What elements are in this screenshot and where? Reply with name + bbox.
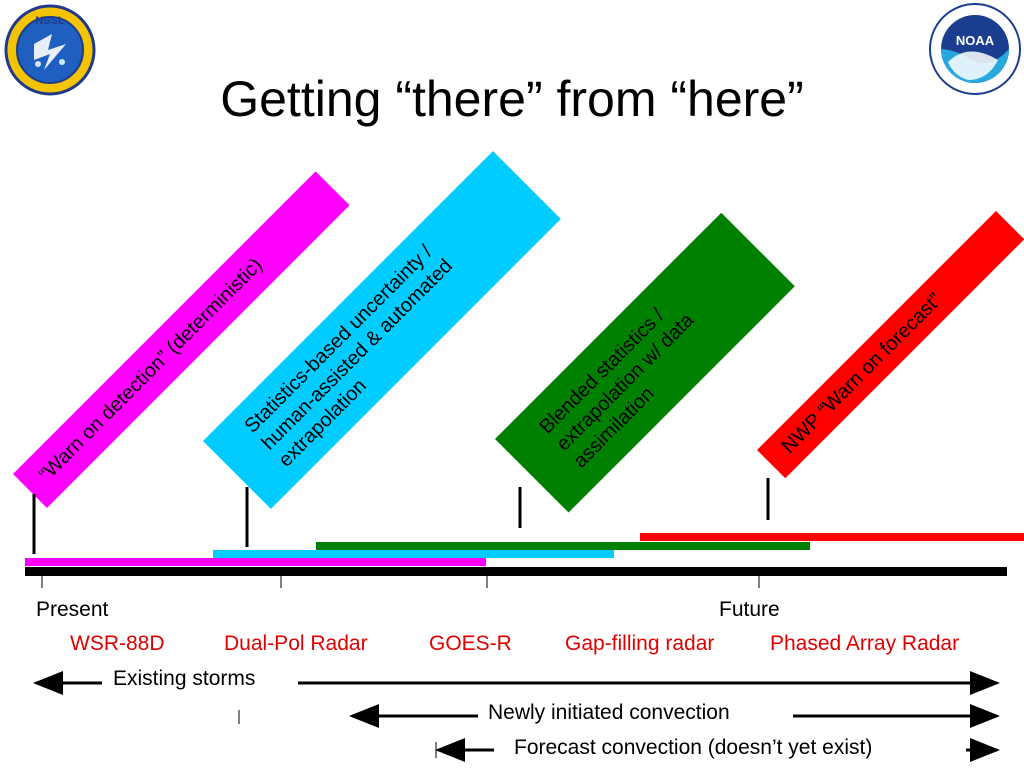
tech-label-goes-r: GOES-R [429,632,512,655]
tech-label-gap-filling: Gap-filling radar [565,632,715,655]
timeline-axis [25,567,1007,576]
timeline-end-label: Future [719,598,780,621]
range-label-forecast-convection: Forecast convection (doesn’t yet exist) [514,736,873,759]
slide-title: Getting “there” from “here” [220,71,804,127]
noaa-logo: NOAA [928,2,1022,96]
range-label-existing-storms: Existing storms [113,667,256,690]
tech-label-dual-pol: Dual-Pol Radar [224,632,368,655]
extent-bar-cyan [213,550,614,558]
tech-label-phased-array: Phased Array Radar [770,632,960,655]
nssl-logo: NSSL [4,4,96,96]
extent-bar-green [316,542,810,550]
range-label-newly-initiated: Newly initiated convection [488,701,730,724]
nssl-logo-text: NSSL [35,15,65,27]
tech-label-wsr88d: WSR-88D [70,632,165,655]
extent-bar-magenta [25,558,486,566]
extent-bar-red [640,533,1024,541]
noaa-logo-text: NOAA [956,33,995,48]
timeline-start-label: Present [36,598,109,621]
